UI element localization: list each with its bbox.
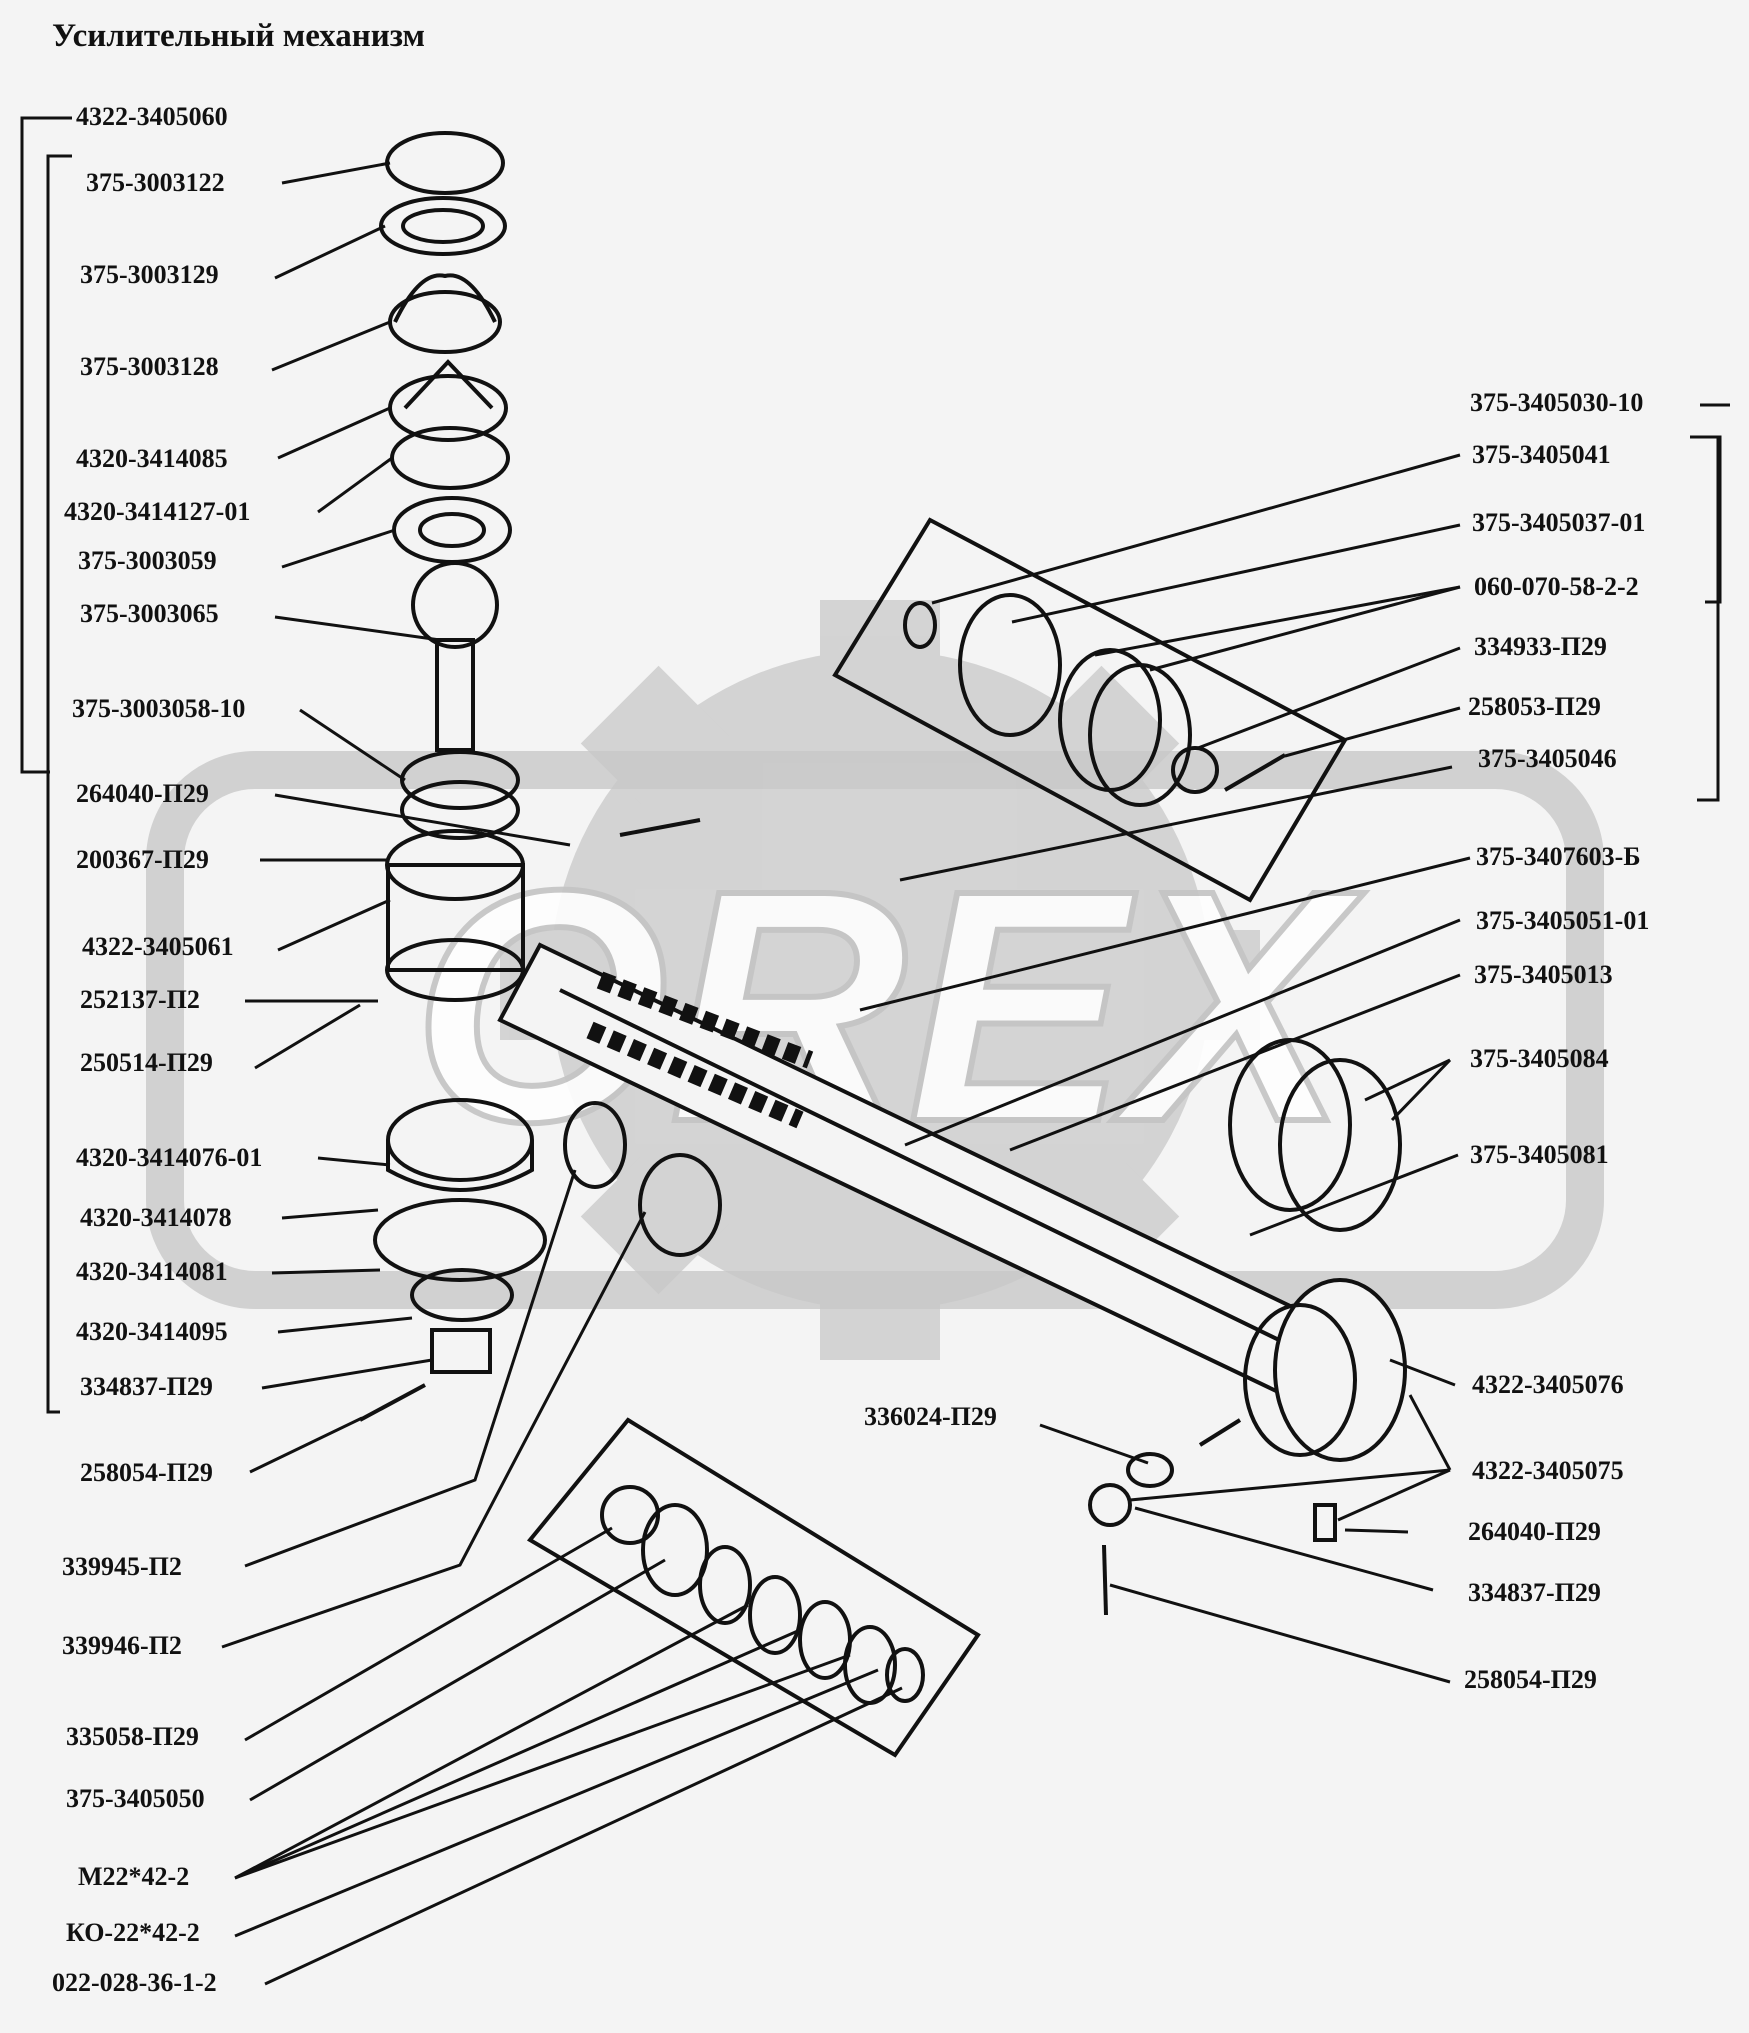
part-label: 264040-П29 <box>1468 1517 1601 1546</box>
part-label: 375-3405081 <box>1470 1140 1609 1169</box>
part-label: 375-3003128 <box>80 352 219 381</box>
leader-lines <box>221 161 1471 1986</box>
part-label: 375-3405013 <box>1474 960 1613 989</box>
group-brackets <box>20 116 1730 1414</box>
part-label: 339945-П2 <box>62 1552 182 1581</box>
part-label: 258054-П29 <box>1464 1665 1597 1694</box>
part-label: 375-3405046 <box>1478 744 1617 773</box>
part-label: 375-3003065 <box>80 599 219 628</box>
watermark-text: OREX <box>412 821 1364 1190</box>
part-label: 334837-П29 <box>1468 1578 1601 1607</box>
part-label: 375-3405037-01 <box>1472 508 1646 537</box>
part-label: М22*42-2 <box>78 1862 190 1891</box>
part-label: 375-3407603-Б <box>1476 842 1641 871</box>
part-label: 375-3003122 <box>86 168 225 197</box>
part-label: 258054-П29 <box>80 1458 213 1487</box>
part-label: 375-3003129 <box>80 260 219 289</box>
part-label: 375-3405051-01 <box>1476 906 1650 935</box>
watermark-frame <box>146 751 1604 1309</box>
part-label: 4320-3414081 <box>76 1257 228 1286</box>
part-label: 334933-П29 <box>1474 632 1607 661</box>
part-label: 336024-П29 <box>864 1402 997 1431</box>
part-label: КО-22*42-2 <box>66 1918 200 1947</box>
page-title: Усилительный механизм <box>52 18 426 54</box>
part-label: 4320-3414078 <box>80 1203 232 1232</box>
part-label: 375-3405084 <box>1470 1044 1609 1073</box>
part-label: 4322-3405075 <box>1472 1456 1624 1485</box>
part-label: 258053-П29 <box>1468 692 1601 721</box>
part-label: 375-3003059 <box>78 546 217 575</box>
part-label: 4320-3414127-01 <box>64 497 251 526</box>
part-label: 339946-П2 <box>62 1631 182 1660</box>
part-label: 200367-П29 <box>76 845 209 874</box>
part-label: 334837-П29 <box>80 1372 213 1401</box>
part-label: 375-3405041 <box>1472 440 1611 469</box>
part-label: 022-028-36-1-2 <box>52 1968 217 1997</box>
part-label: 4320-3414076-01 <box>76 1143 263 1172</box>
part-label: 335058-П29 <box>66 1722 199 1751</box>
part-label: 4322-3405061 <box>82 932 234 961</box>
part-label: 375-3405030-10 <box>1470 388 1644 417</box>
part-label: 250514-П29 <box>80 1048 213 1077</box>
part-label: 252137-П2 <box>80 985 200 1014</box>
part-label: 4320-3414085 <box>76 444 228 473</box>
part-label: 4322-3405076 <box>1472 1370 1624 1399</box>
part-label: 375-3003058-10 <box>72 694 246 723</box>
part-label: 4322-3405060 <box>76 102 228 131</box>
part-label: 060-070-58-2-2 <box>1474 572 1639 601</box>
part-label: 4320-3414095 <box>76 1317 228 1346</box>
part-label: 375-3405050 <box>66 1784 205 1813</box>
part-label: 264040-П29 <box>76 779 209 808</box>
